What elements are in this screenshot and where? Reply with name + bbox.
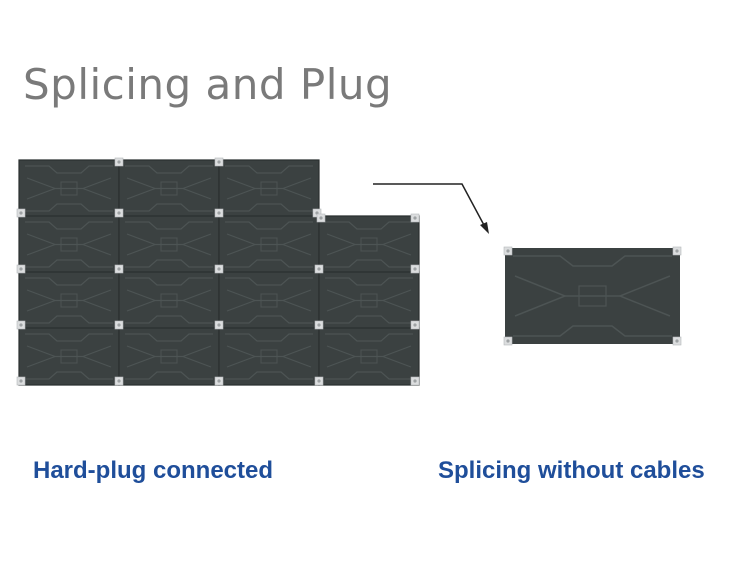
page-title: Splicing and Plug [23, 60, 393, 109]
arrow-icon [373, 183, 489, 234]
single-cabinet-graphic [503, 246, 682, 346]
caption-splicing: Splicing without cables [438, 457, 705, 484]
caption-hard-plug: Hard-plug connected [33, 457, 274, 484]
cabinet-wall-graphic [16, 157, 420, 386]
